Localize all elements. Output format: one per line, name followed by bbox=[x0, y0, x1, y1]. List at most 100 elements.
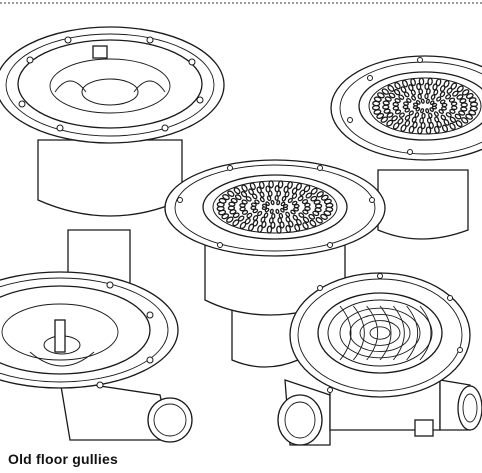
grate-opening bbox=[460, 106, 468, 112]
grate-opening bbox=[315, 217, 323, 224]
grate-bar bbox=[406, 305, 418, 361]
grate-opening bbox=[410, 78, 416, 87]
grate-opening bbox=[411, 95, 417, 101]
grate-bar bbox=[379, 305, 392, 361]
grate-opening bbox=[456, 94, 464, 100]
grate-opening bbox=[275, 208, 280, 215]
grate-opening bbox=[381, 88, 389, 95]
grate-opening bbox=[266, 225, 273, 234]
grate-opening bbox=[380, 116, 389, 123]
grate-opening bbox=[312, 210, 320, 217]
grate-opening bbox=[277, 180, 284, 189]
grate-opening bbox=[268, 180, 274, 189]
grate-opening bbox=[454, 113, 462, 120]
grate-opening bbox=[283, 185, 289, 193]
floor-gully-grated-bottom-right bbox=[277, 272, 482, 446]
grate-opening bbox=[240, 191, 248, 198]
grate-opening bbox=[295, 182, 302, 191]
grate-opening bbox=[259, 196, 265, 203]
grate-opening bbox=[427, 77, 433, 86]
grate-opening bbox=[392, 122, 400, 130]
grate-opening bbox=[448, 97, 456, 103]
grate-opening bbox=[241, 184, 248, 192]
grate-opening bbox=[269, 208, 274, 214]
grate-opening bbox=[270, 199, 275, 206]
grate-opening bbox=[310, 187, 318, 195]
grate-opening bbox=[239, 221, 247, 230]
grate-opening bbox=[282, 204, 289, 208]
grate-opening bbox=[403, 101, 409, 106]
grate-opening bbox=[411, 116, 417, 123]
grate-opening bbox=[274, 185, 280, 193]
grate-bar bbox=[352, 305, 365, 361]
grate-patterns bbox=[216, 77, 479, 361]
grate-opening bbox=[310, 195, 318, 202]
grate-bar bbox=[366, 305, 378, 361]
grate-ring bbox=[369, 326, 391, 340]
grate-opening bbox=[232, 212, 240, 219]
grate-opening bbox=[254, 199, 260, 205]
grate-opening bbox=[303, 184, 311, 193]
grate-opening bbox=[394, 98, 401, 104]
grate-opening bbox=[276, 200, 281, 206]
dotted-top-border bbox=[0, 2, 482, 4]
grate-opening bbox=[443, 119, 450, 126]
grate-bar bbox=[339, 305, 352, 361]
grate-opening bbox=[232, 219, 240, 227]
grate-opening bbox=[248, 188, 255, 196]
grate-opening bbox=[435, 78, 442, 87]
grate-opening bbox=[451, 105, 458, 111]
grate-ring bbox=[339, 307, 421, 359]
grate-opening bbox=[302, 209, 309, 215]
grate-opening bbox=[293, 207, 300, 212]
grate-opening bbox=[257, 224, 263, 233]
floor-gully-open-bottom-left bbox=[0, 271, 193, 443]
grate-opening bbox=[270, 221, 276, 229]
grate-opening bbox=[393, 89, 401, 96]
grate-opening bbox=[460, 102, 468, 108]
grate-opening bbox=[433, 89, 439, 96]
grate-opening bbox=[417, 126, 423, 135]
grate-opening bbox=[266, 195, 272, 202]
grate-opening bbox=[398, 112, 405, 118]
grate-opening bbox=[287, 197, 293, 204]
grate-opening bbox=[408, 84, 414, 92]
grate-opening bbox=[246, 212, 253, 219]
illustration-caption: Old floor gullies bbox=[6, 450, 120, 468]
grate-opening bbox=[415, 100, 421, 105]
grate-opening bbox=[445, 94, 452, 100]
grate-opening bbox=[248, 223, 255, 232]
grate-bar bbox=[419, 305, 432, 361]
grate-opening bbox=[441, 124, 449, 133]
grate-opening bbox=[222, 194, 230, 201]
grate-opening bbox=[441, 106, 447, 111]
grate-opening bbox=[257, 210, 263, 217]
grate-opening bbox=[388, 92, 396, 99]
grate-opening bbox=[465, 113, 473, 120]
grate-opening bbox=[401, 79, 409, 88]
grate-opening bbox=[382, 100, 390, 106]
grate-opening bbox=[436, 96, 442, 102]
grate-opening bbox=[285, 211, 291, 218]
grate-opening bbox=[279, 221, 285, 229]
grate-opening bbox=[302, 222, 309, 230]
grate-opening bbox=[377, 92, 385, 99]
grate-opening bbox=[429, 107, 435, 112]
grate-opening bbox=[406, 98, 412, 103]
grate-opening bbox=[302, 216, 310, 223]
grate-opening bbox=[316, 191, 324, 198]
grate-opening bbox=[287, 181, 293, 190]
grate-opening bbox=[387, 84, 395, 92]
grate-opening bbox=[241, 199, 248, 205]
grate-opening bbox=[382, 104, 390, 110]
grate-opening bbox=[291, 193, 298, 199]
grate-opening bbox=[278, 212, 284, 219]
grate-opening bbox=[309, 219, 317, 227]
grate-opening bbox=[285, 225, 292, 233]
grate-opening bbox=[431, 102, 438, 107]
grate-opening bbox=[458, 110, 466, 116]
grate-opening bbox=[252, 215, 259, 221]
grate-opening bbox=[408, 110, 414, 116]
grate-opening bbox=[386, 112, 394, 118]
